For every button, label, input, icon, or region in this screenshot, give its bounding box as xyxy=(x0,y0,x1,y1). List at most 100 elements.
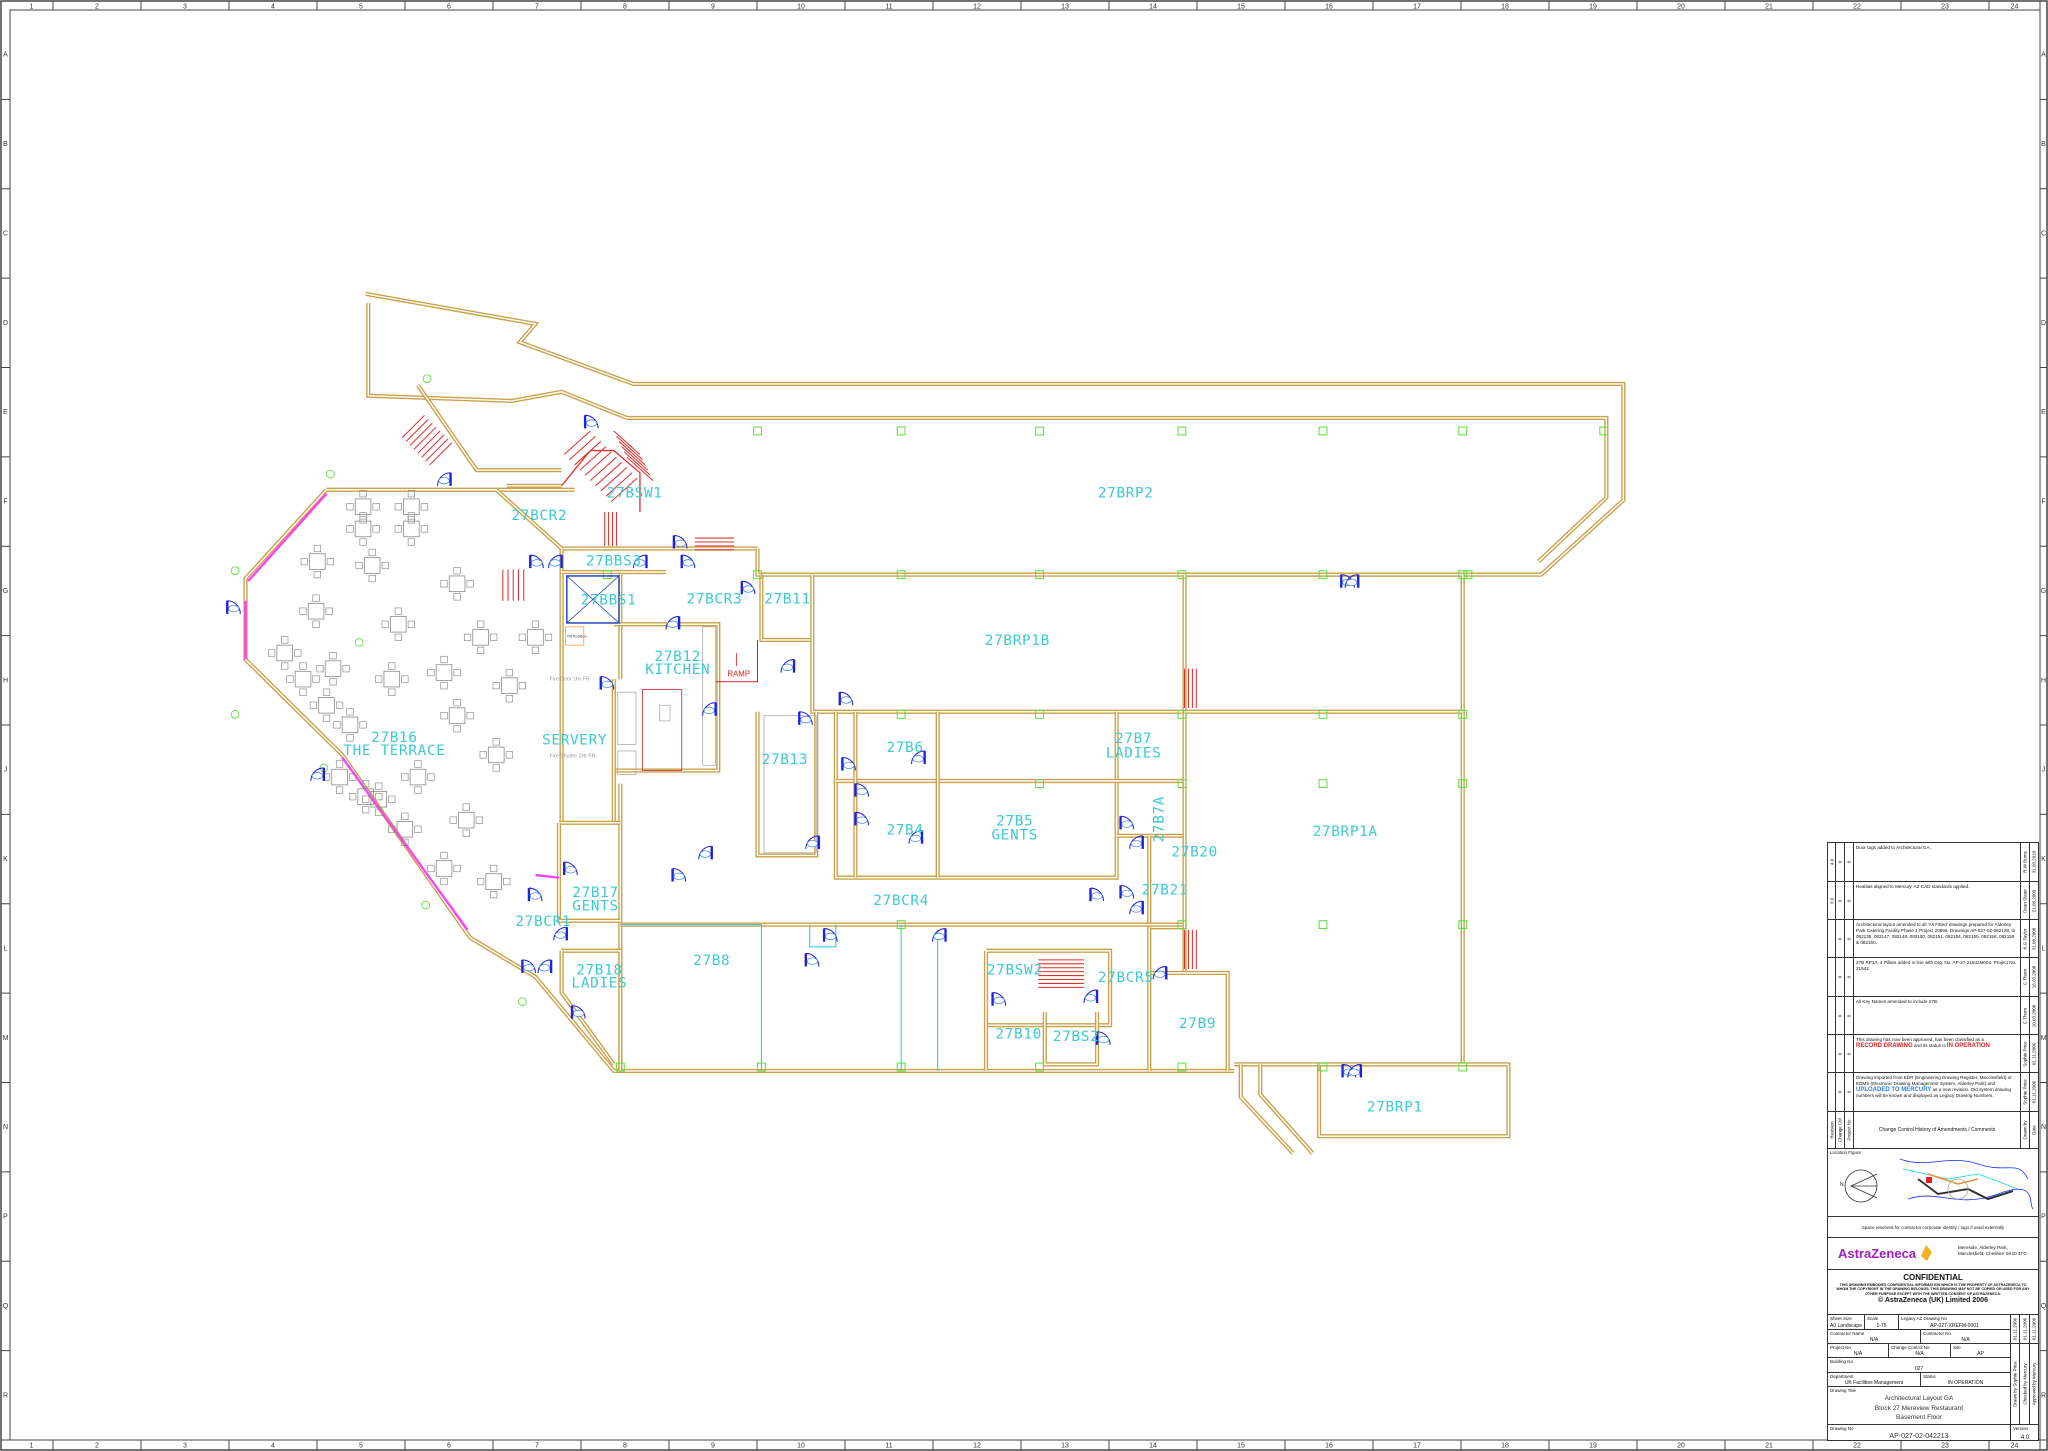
stair-tread xyxy=(569,435,596,461)
drawing-title-line-1: Architectural Layout GA xyxy=(1884,1395,1954,1402)
column xyxy=(421,900,431,910)
chair xyxy=(359,516,367,524)
chair xyxy=(505,695,513,703)
sheet-size-value: A0 Landscape xyxy=(1830,1323,1862,1329)
change-ctrl-cell: 0 xyxy=(1836,997,1845,1035)
room-label-27BS2: 27BS2 xyxy=(1053,1029,1100,1045)
lift-shaft xyxy=(566,575,620,624)
stair-tread xyxy=(613,430,641,455)
door-tag xyxy=(1130,905,1142,913)
stair-tread xyxy=(626,456,654,481)
grid-row-label: G xyxy=(2041,588,2046,595)
chair xyxy=(394,607,402,615)
grid-column-label: 15 xyxy=(1237,1443,1245,1450)
chair xyxy=(322,714,331,722)
chair xyxy=(333,721,341,729)
status-label: Status xyxy=(1923,1374,1936,1379)
grid-column-label: 6 xyxy=(447,1443,451,1450)
door-tag xyxy=(1084,994,1097,1002)
table xyxy=(354,520,372,538)
grid-column-label: 19 xyxy=(1589,4,1597,11)
revision-comment: as a new revision. Old system drawing nu… xyxy=(1856,1087,2012,1098)
chair xyxy=(388,662,396,670)
change-ctrl-cell: 0 xyxy=(1836,843,1845,882)
revised-by-cell: R.W Burns xyxy=(2021,843,2030,882)
grid-column-label: 10 xyxy=(797,1443,805,1450)
change-control-label: Change Control No xyxy=(1891,1345,1930,1350)
revision-comment: This drawing has now been approved, has … xyxy=(1856,1037,1984,1042)
grid-column-label: 12 xyxy=(973,1443,981,1450)
table xyxy=(363,557,381,574)
door-tag xyxy=(682,559,694,567)
door-tag xyxy=(703,706,715,715)
revised-by-cell: C Thorn xyxy=(2021,997,2030,1035)
project-no-cell: 0 xyxy=(1845,920,1854,958)
chair xyxy=(335,701,344,709)
chair xyxy=(490,633,498,641)
revision-number-cell xyxy=(1828,1035,1836,1073)
column xyxy=(1318,1062,1328,1072)
chair xyxy=(388,688,396,696)
grid-row-label: B xyxy=(2041,141,2046,148)
table xyxy=(448,575,466,593)
room-label-ladies-2: LADIES xyxy=(572,975,628,991)
header-revision: Revision xyxy=(1829,1121,1834,1139)
grid-row-label: H xyxy=(2041,677,2046,684)
revision-number: 3.0 xyxy=(1829,897,1834,904)
door-tag xyxy=(438,477,450,485)
drawing-no-value: AP-027-02-042213 xyxy=(1889,1433,1949,1440)
chair xyxy=(453,593,461,601)
chair xyxy=(427,668,435,677)
column xyxy=(896,709,906,719)
chair xyxy=(375,793,383,801)
revision-date-cell: 21.08.2009 xyxy=(2030,882,2038,920)
legacy-value: AP-027-XREFM-0001 xyxy=(1930,1323,1979,1329)
chair xyxy=(368,548,376,557)
room-label-gents-1: GENTS xyxy=(992,828,1039,844)
scale-value: 1-75 xyxy=(1876,1323,1887,1329)
chair xyxy=(531,620,540,628)
door-tag xyxy=(539,964,551,972)
door-tag xyxy=(856,816,868,824)
header-date: Date xyxy=(2031,1125,2037,1135)
chair xyxy=(294,649,302,657)
door-tag xyxy=(1346,578,1358,587)
chair xyxy=(505,668,513,677)
grid-row-label: M xyxy=(3,1035,9,1042)
drawing-no-label: Drawing No xyxy=(1830,1426,1854,1431)
terrace-furniture xyxy=(268,490,553,899)
grid-column-label: 23 xyxy=(1941,4,1949,11)
chair xyxy=(463,633,472,641)
chair xyxy=(407,516,415,524)
approval-role: Checked by xyxy=(2022,1380,2028,1405)
revision-date-cell: 31.08.2008 xyxy=(2030,920,2038,958)
column xyxy=(602,570,612,580)
chair xyxy=(342,665,350,673)
door-tag xyxy=(856,787,868,796)
grid-column-label: 8 xyxy=(623,1443,627,1450)
grid-row-label: F xyxy=(2041,499,2045,506)
column xyxy=(896,426,906,436)
header-date-cell: Date xyxy=(2030,1112,2038,1149)
project-no-value: 0 xyxy=(1846,899,1852,902)
revised-by: R.W Burns xyxy=(2022,851,2028,873)
chair xyxy=(440,580,448,588)
approval-name: Sophie Price xyxy=(2012,1361,2018,1387)
stair-tread xyxy=(409,422,433,446)
door-tag xyxy=(634,559,646,567)
kitchen-equipment xyxy=(702,626,717,766)
room-label-27BRP1: 27BRP1 xyxy=(1367,1099,1423,1115)
chair xyxy=(492,682,500,690)
doors xyxy=(226,414,1363,1078)
wall xyxy=(1258,1064,1315,1155)
grid-column-label: 3 xyxy=(183,4,187,11)
astrazeneca-symbol-icon xyxy=(1921,1245,1932,1261)
change-ctrl-value: 0 xyxy=(1837,899,1843,902)
grid-column-label: 1 xyxy=(30,1443,34,1450)
servery-counter xyxy=(642,689,683,771)
chair xyxy=(492,738,500,746)
revised-by-cell: K.G Taylor xyxy=(2021,920,2030,958)
room-label-27BCR5: 27BCR5 xyxy=(1098,970,1154,986)
